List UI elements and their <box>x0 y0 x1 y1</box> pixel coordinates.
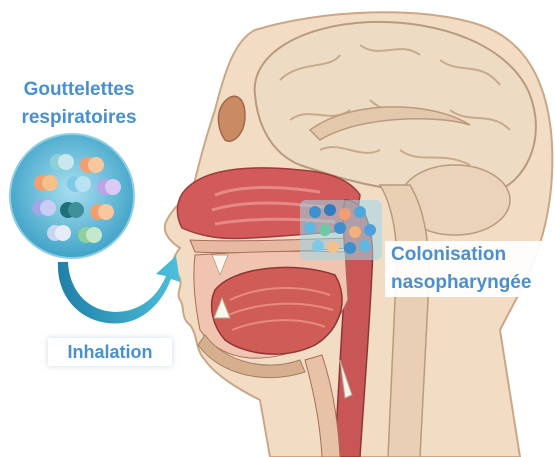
bacteria-cluster-icon <box>300 200 382 260</box>
droplet-circle-icon <box>10 134 134 258</box>
colonisation-label: Colonisation nasopharyngée <box>385 241 553 297</box>
inhalation-arrow-icon <box>58 256 180 323</box>
colonisation-label-line2: nasopharyngée <box>391 269 553 297</box>
droplets-label-line1: Gouttelettes <box>6 76 152 104</box>
droplets-label: Gouttelettes respiratoires <box>6 76 152 132</box>
colonisation-label-line1: Colonisation <box>391 241 553 269</box>
droplets-label-line2: respiratoires <box>6 104 152 132</box>
inhalation-label: Inhalation <box>48 338 172 366</box>
